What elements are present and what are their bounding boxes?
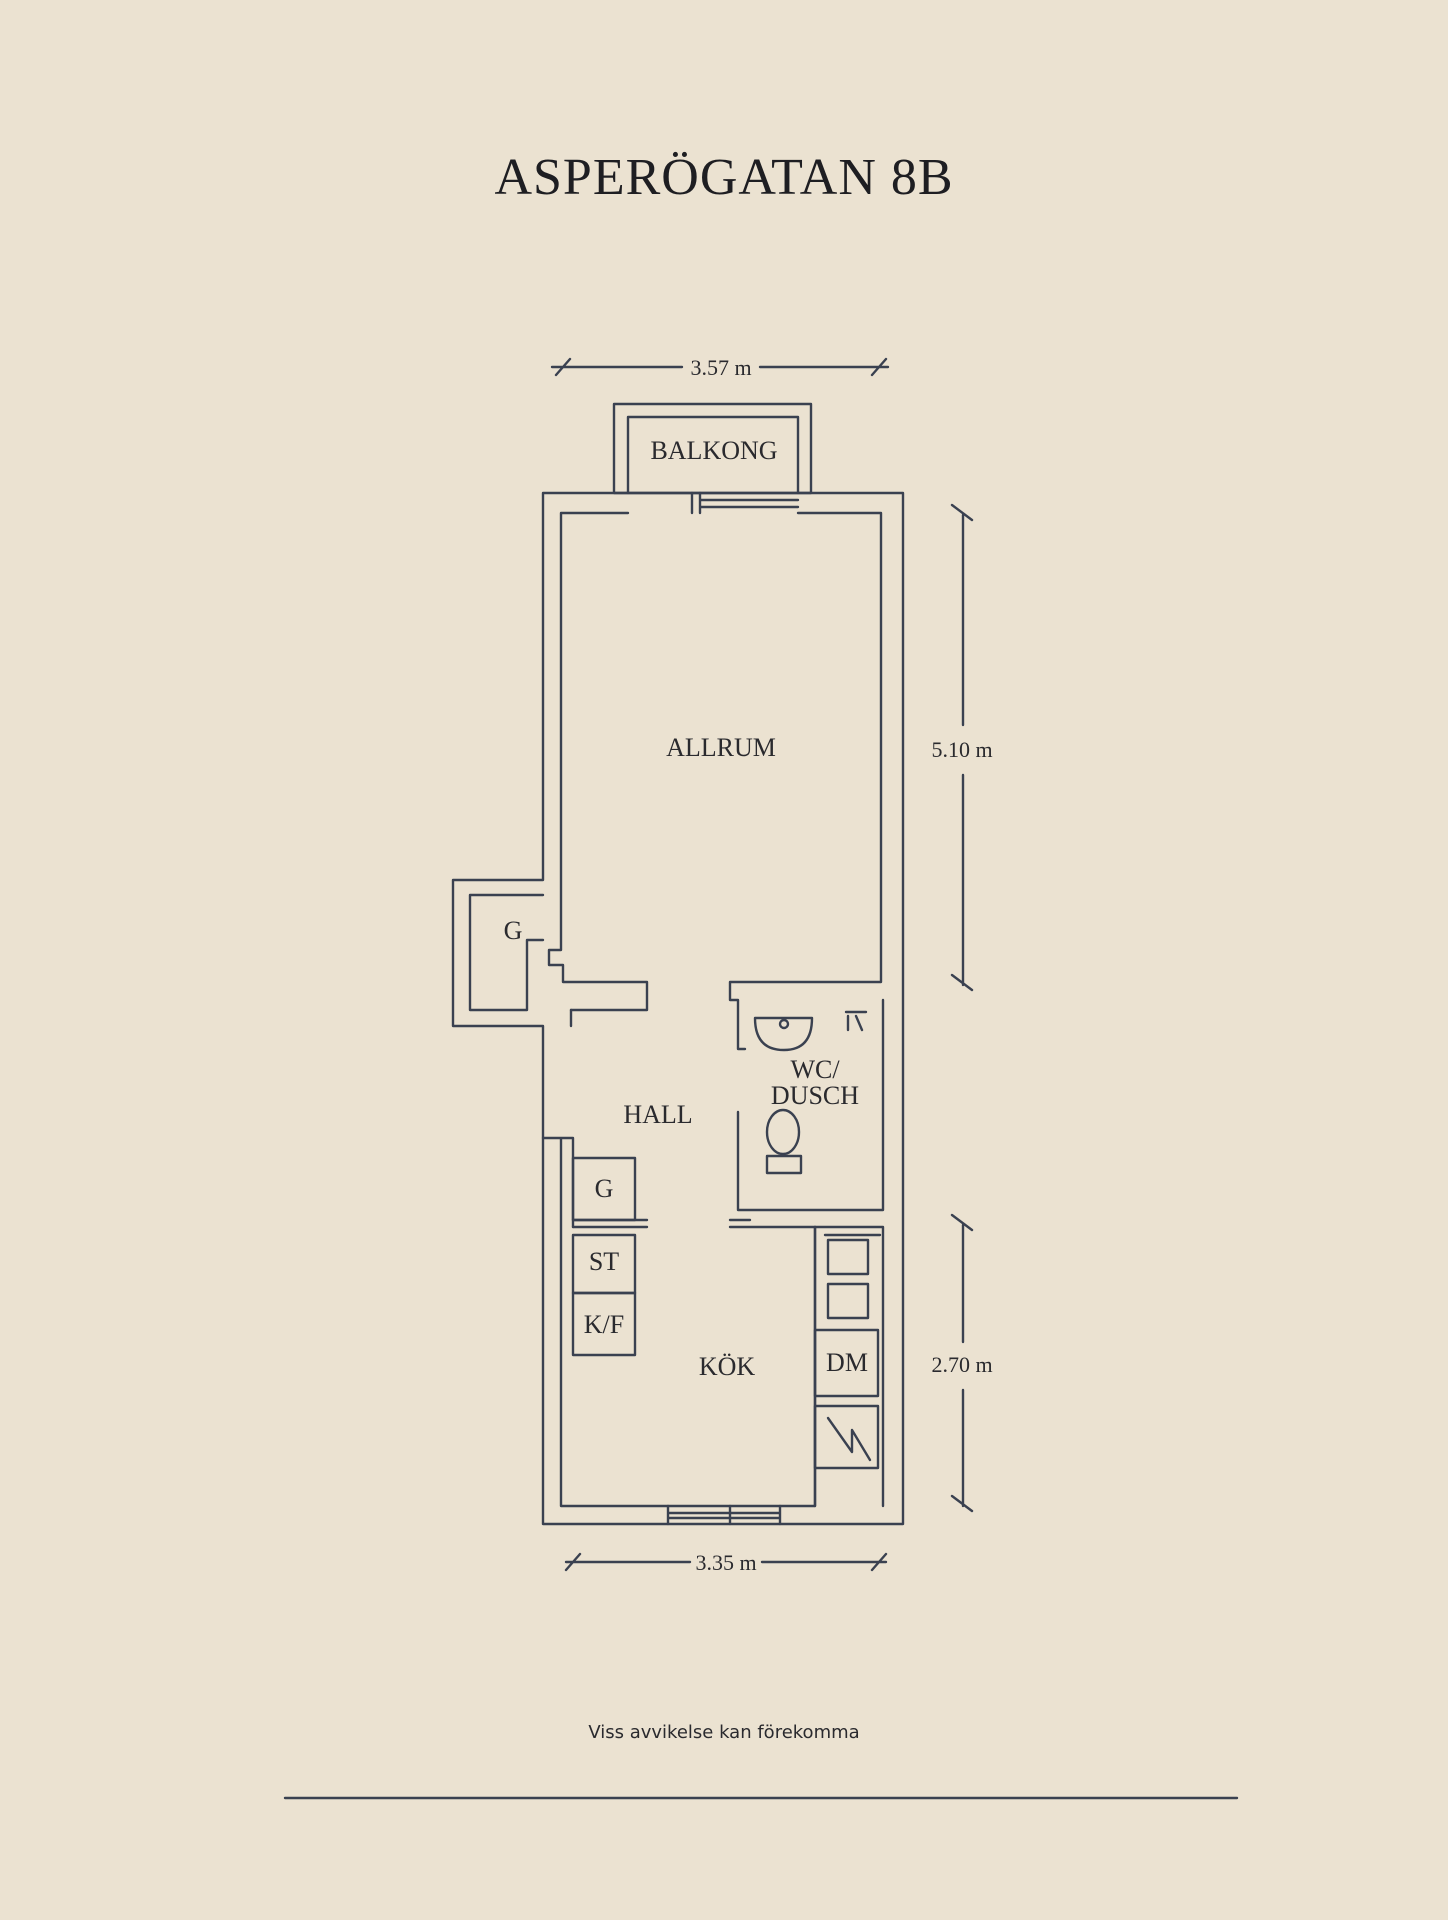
balcony-door <box>690 491 800 515</box>
room-label-wc-2: DUSCH <box>771 1081 859 1110</box>
room-label-kf: K/F <box>584 1310 624 1339</box>
toilet-tank <box>765 1154 803 1175</box>
toilet-bowl <box>765 1108 801 1156</box>
sink-1 <box>826 1238 870 1276</box>
dim-line-right-upper <box>950 503 974 992</box>
stove-symbol <box>826 1416 872 1462</box>
room-label-hall: HALL <box>623 1100 692 1129</box>
hall-divider <box>571 1218 649 1229</box>
sink-2 <box>826 1282 870 1320</box>
kf-box <box>571 1291 637 1357</box>
wc-sink <box>753 1016 814 1052</box>
room-label-wc-1: WC/ <box>790 1055 840 1084</box>
inner-wall-right <box>728 511 883 1051</box>
room-label-dm: DM <box>826 1348 868 1377</box>
bottom-window <box>666 1504 782 1526</box>
dim-line-top <box>550 357 890 377</box>
dim-label-top: 3.57 m <box>690 355 751 380</box>
inner-wall-closet <box>468 893 545 1012</box>
disclaimer-text: Viss avvikelse kan förekomma <box>588 1722 860 1743</box>
room-label-st: ST <box>589 1247 619 1276</box>
room-label-closet-g1: G <box>504 916 523 945</box>
dim-label-bottom: 3.35 m <box>695 1550 756 1575</box>
room-label-kok: KÖK <box>699 1352 756 1381</box>
stove-box <box>813 1404 880 1470</box>
dim-line-bottom <box>564 1552 888 1572</box>
room-label-closet-g2: G <box>595 1174 614 1203</box>
plan-title: ASPERÖGATAN 8B <box>494 149 954 206</box>
wc-walls <box>728 998 885 1229</box>
dim-label-right-upper: 5.10 m <box>931 737 992 762</box>
shower-head <box>844 1010 868 1032</box>
outer-wall <box>451 491 905 1526</box>
wc-sink-drain <box>778 1018 790 1030</box>
dim-label-right-lower: 2.70 m <box>931 1352 992 1377</box>
balcony-outline <box>612 402 813 495</box>
dim-line-right-lower <box>950 1213 974 1513</box>
inner-wall-allrum <box>547 511 649 1012</box>
dm-box <box>813 1328 880 1398</box>
room-label-allrum: ALLRUM <box>666 733 776 762</box>
room-label-balkong: BALKONG <box>650 436 777 465</box>
